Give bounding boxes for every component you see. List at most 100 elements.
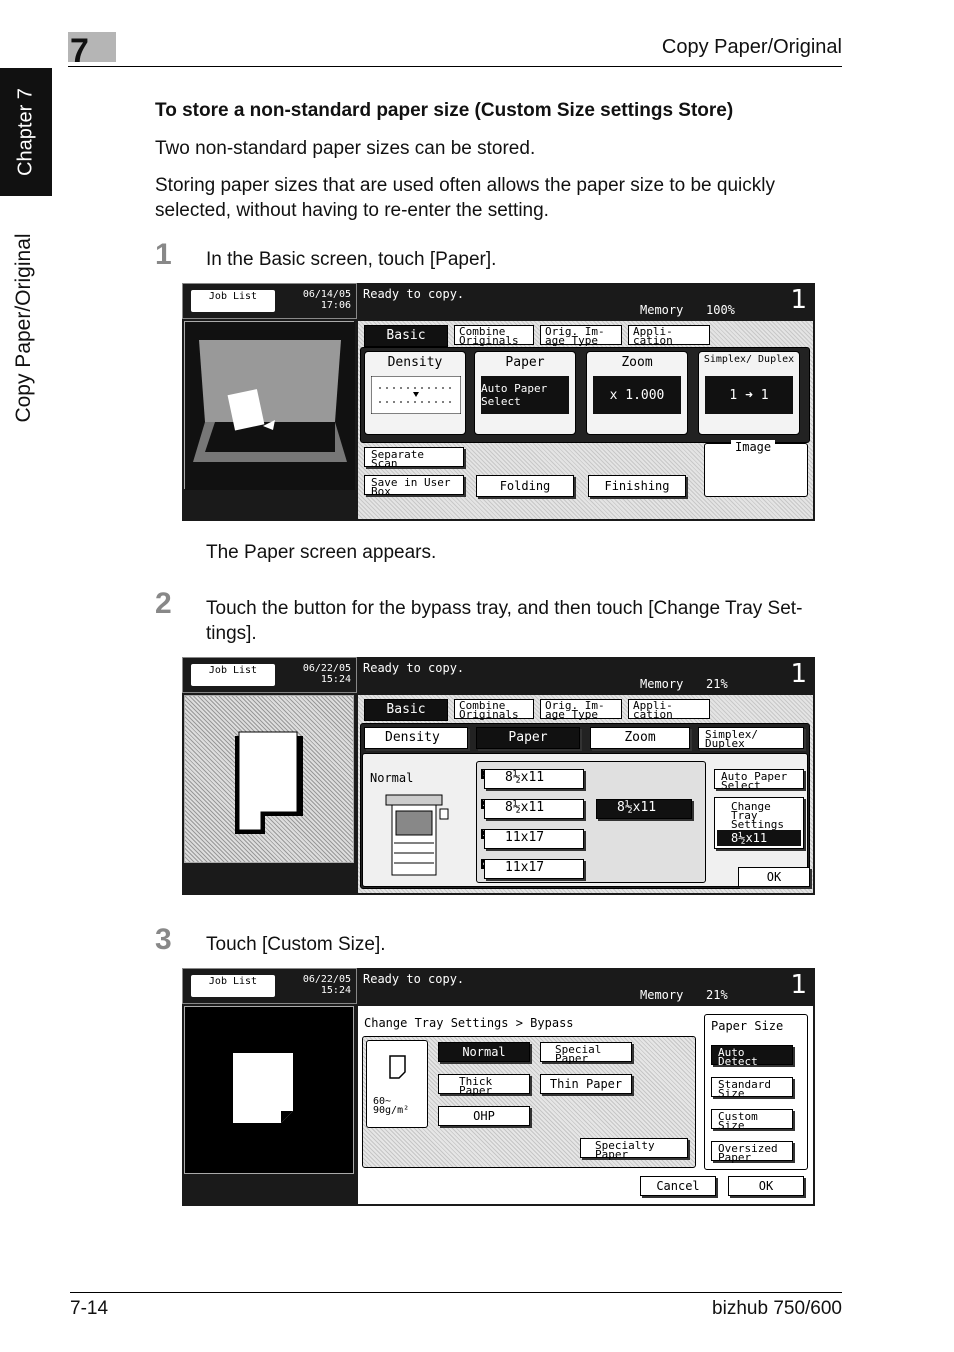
step-text-2: Touch the button for the bypass tray, an…: [206, 598, 803, 644]
memory-value: 21%: [706, 677, 728, 691]
step-number-1: 1: [155, 238, 172, 271]
oversized-paper-button[interactable]: Oversized Paper: [711, 1141, 793, 1163]
custom-size-button[interactable]: Custom Size: [711, 1109, 793, 1131]
density-slider-icon: [371, 376, 461, 414]
tab-basic[interactable]: Basic: [364, 325, 448, 347]
page-number: 7-14: [70, 1298, 109, 1319]
paper-preview-icon: [233, 1053, 293, 1123]
chapter-number-box: [68, 32, 116, 62]
original-preview: [184, 1006, 354, 1174]
thin-paper-button[interactable]: Thin Paper: [540, 1074, 632, 1094]
section-tab: Copy Paper/Original: [0, 200, 52, 450]
job-list-button[interactable]: Job List: [191, 664, 275, 686]
copy-count: 1: [790, 970, 807, 1000]
memory-label: Memory: [640, 303, 684, 317]
basic-screen: Basic Combine Originals Orig. Im-age Typ…: [358, 321, 813, 519]
cancel-button[interactable]: Cancel: [640, 1176, 716, 1196]
paper-preview-icon: [235, 731, 303, 834]
footer-rule: [70, 1292, 842, 1293]
step-number-3: 3: [155, 923, 172, 956]
bypass-info-box: 60~ 90g/m²: [366, 1040, 428, 1128]
tray-2-button[interactable]: 8½x11: [484, 799, 584, 819]
subtab-density[interactable]: Density: [364, 727, 468, 749]
paragraph-2: Storing paper sizes that are used often …: [155, 175, 775, 221]
paper-screen: Basic Combine Originals Orig. Im-age Typ…: [358, 695, 813, 893]
memory-value: 100%: [706, 303, 735, 317]
zoom-button[interactable]: Zoom x 1.000: [586, 351, 688, 435]
tray-3-button[interactable]: 11x17: [484, 829, 584, 849]
tab-basic[interactable]: Basic: [364, 699, 448, 721]
memory-label: Memory: [640, 988, 684, 1002]
paper-weight: 60~ 90g/m²: [373, 1096, 410, 1116]
density-button[interactable]: Density: [364, 351, 466, 435]
save-in-user-box-button[interactable]: Save in User Box: [364, 475, 464, 497]
paragraph-1: Two non-standard paper sizes can be stor…: [155, 138, 536, 159]
status-text: Ready to copy.: [363, 287, 465, 301]
status-text: Ready to copy.: [363, 972, 465, 986]
bypass-screen: Change Tray Settings > Bypass 60~ 90g/m²…: [358, 1006, 813, 1204]
image-label: Image: [731, 440, 776, 454]
paper-size-area: Paper Size Auto Detect Standard Size Cus…: [704, 1014, 808, 1170]
change-tray-settings-button[interactable]: Change Tray Settings 8½x11: [714, 797, 804, 849]
thick-paper-button[interactable]: Thick Paper: [438, 1074, 530, 1096]
chapter-number: 7: [70, 32, 89, 70]
chapter-tab-label: Chapter 7: [14, 88, 37, 176]
section-title: To store a non-standard paper size (Cust…: [155, 100, 734, 121]
folding-button[interactable]: Folding: [476, 475, 574, 497]
paper-portrait-icon: [389, 1055, 406, 1079]
original-preview: [184, 321, 355, 490]
ok-button[interactable]: OK: [728, 1176, 804, 1196]
ok-button[interactable]: OK: [738, 867, 810, 887]
job-list-button[interactable]: Job List: [191, 290, 275, 312]
auto-detect-button[interactable]: Auto Detect: [711, 1045, 793, 1067]
header-rule: [68, 66, 842, 67]
image-frame: Image: [704, 440, 808, 497]
tab-original-image-type[interactable]: Orig. Im-age Type: [540, 325, 622, 346]
tray-1-button[interactable]: 8½x11: [484, 769, 584, 789]
copier-illustration: [385, 794, 449, 876]
tab-combine-originals[interactable]: Combine Originals: [454, 325, 534, 346]
specialty-paper-button[interactable]: Specialty Paper: [580, 1138, 688, 1160]
job-list-button[interactable]: Job List: [191, 975, 275, 997]
subtab-simplex-duplex[interactable]: Simplex/ Duplex: [698, 727, 804, 749]
special-paper-button[interactable]: Special Paper: [540, 1042, 632, 1064]
tab-application[interactable]: Appli-cation: [628, 325, 710, 346]
subtab-paper[interactable]: Paper: [476, 727, 580, 749]
standard-size-button[interactable]: Standard Size: [711, 1077, 793, 1099]
step-text-3: Touch [Custom Size].: [206, 934, 386, 955]
paper-mode: Normal: [370, 771, 414, 785]
tray-4-button[interactable]: 11x17: [484, 859, 584, 879]
subtab-zoom[interactable]: Zoom: [590, 727, 690, 749]
tab-combine-originals[interactable]: Combine Originals: [454, 699, 534, 720]
paper-button[interactable]: Paper Auto Paper Select: [474, 351, 576, 435]
bypass-tray-button[interactable]: 8½x11: [596, 799, 692, 819]
memory-value: 21%: [706, 988, 728, 1002]
step-number-2: 2: [155, 587, 172, 620]
ohp-button[interactable]: OHP: [438, 1106, 530, 1126]
selected-size: 8½x11: [717, 830, 801, 846]
running-header: Copy Paper/Original: [661, 36, 842, 58]
step-result-1: The Paper screen appears.: [206, 542, 437, 563]
separate-scan-button[interactable]: Separate Scan: [364, 447, 464, 469]
original-preview: [184, 695, 354, 863]
chapter-tab: Chapter 7: [0, 68, 52, 196]
product-name: bizhub 750/600: [712, 1298, 842, 1319]
scanner-illustration: [185, 322, 355, 490]
normal-paper-button[interactable]: Normal: [438, 1042, 530, 1062]
step-text-1: In the Basic screen, touch [Paper].: [206, 249, 497, 270]
change-tray-settings-label: Change Tray Settings: [731, 800, 784, 831]
finishing-button[interactable]: Finishing: [588, 475, 686, 497]
simplex-duplex-button[interactable]: Simplex/ Duplex 1 ➜ 1: [698, 351, 800, 435]
paper-size-label: Paper Size: [711, 1019, 784, 1033]
tab-application[interactable]: Appli-cation: [628, 699, 710, 720]
tab-original-image-type[interactable]: Orig. Im-age Type: [540, 699, 622, 720]
auto-paper-select-button[interactable]: Auto Paper Select: [714, 769, 804, 791]
